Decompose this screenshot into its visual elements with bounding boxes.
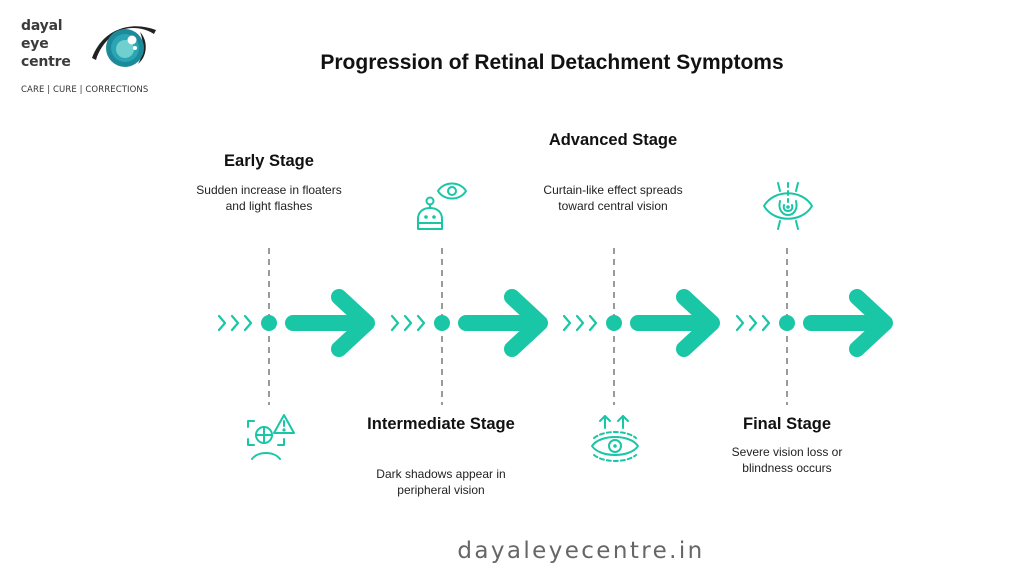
stage-3-chevron-icon bbox=[562, 314, 572, 332]
stage-1-description: Sudden increase in floaters and light fl… bbox=[196, 183, 342, 213]
stage-1-chevron-icon bbox=[217, 314, 227, 332]
stage-2-timeline-dot bbox=[434, 315, 450, 331]
stage-4-chevron-icon bbox=[761, 314, 771, 332]
brand-name-line-2: eye bbox=[21, 36, 49, 52]
stage-1-title: Early Stage bbox=[224, 152, 314, 170]
brand-name-line-3: centre bbox=[21, 54, 71, 70]
stage-2-chevron-icon bbox=[390, 314, 400, 332]
stage-4-chevron-icon bbox=[735, 314, 745, 332]
stage-3-timeline-dot bbox=[606, 315, 622, 331]
stage-3-description: Curtain-like effect spreads toward centr… bbox=[543, 183, 683, 213]
stage-1-chevron-icon bbox=[230, 314, 240, 332]
brand-tagline: CARE | CURE | CORRECTIONS bbox=[21, 85, 149, 95]
stage-2-chevron-icon bbox=[416, 314, 426, 332]
stage-1-chevron-icon bbox=[243, 314, 253, 332]
stage-4-chevron-icon bbox=[748, 314, 758, 332]
stage-3-chevron-icon bbox=[588, 314, 598, 332]
stage-3-chevron-icon bbox=[575, 314, 585, 332]
eye-focus-target-icon bbox=[763, 182, 813, 230]
stage-3-arrow-icon bbox=[630, 289, 720, 357]
stage-2-chevron-icon bbox=[403, 314, 413, 332]
eye-logo-icon bbox=[92, 26, 156, 67]
page-title: Progression of Retinal Detachment Sympto… bbox=[320, 51, 784, 74]
face-scan-warning-icon bbox=[247, 414, 295, 460]
stage-4-arrow-icon bbox=[803, 289, 893, 357]
eye-arrows-up-icon bbox=[591, 415, 639, 462]
stage-2-arrow-icon bbox=[458, 289, 548, 357]
stage-4-timeline-dot bbox=[779, 315, 795, 331]
stage-4-description: Severe vision loss or blindness occurs bbox=[731, 445, 843, 475]
stage-2-description: Dark shadows appear in peripheral vision bbox=[376, 467, 506, 497]
stage-1-timeline-dot bbox=[261, 315, 277, 331]
stage-4-title: Final Stage bbox=[742, 415, 832, 433]
brand-logo-text: dayal eye centre bbox=[21, 17, 71, 71]
brand-name-line-1: dayal bbox=[21, 18, 63, 34]
robot-eye-icon bbox=[417, 182, 467, 230]
stage-3-title: Advanced Stage bbox=[548, 131, 678, 149]
stage-2-title: Intermediate Stage bbox=[367, 415, 515, 433]
footer-website: dayaleyecentre.in bbox=[457, 538, 705, 564]
stage-1-arrow-icon bbox=[285, 289, 375, 357]
